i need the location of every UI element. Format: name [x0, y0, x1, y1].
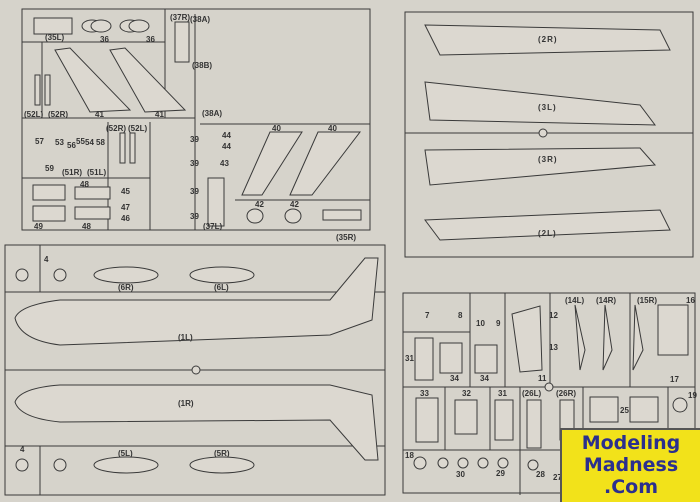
part-label: (1R): [178, 399, 194, 408]
part-label: 55: [76, 137, 85, 146]
part-label: 42: [255, 200, 264, 209]
part-label: 54: [85, 138, 94, 147]
sprue-d: [402, 292, 696, 495]
part-label: 13: [549, 343, 558, 352]
part-label: 41: [155, 110, 164, 119]
part-label: 48: [82, 222, 91, 231]
watermark-line: .Com: [603, 476, 658, 498]
part-label: (5L): [118, 449, 133, 458]
part-label: 49: [34, 222, 43, 231]
part-label: (35R): [336, 233, 356, 242]
part-label: 9: [496, 319, 501, 328]
part-label: 45: [121, 187, 130, 196]
part-label: (26R): [556, 389, 576, 398]
part-label: 30: [456, 470, 465, 479]
part-label: 59: [45, 164, 54, 173]
part-label: 27: [553, 473, 562, 482]
part-label: (6L): [214, 283, 229, 292]
part-label: (52L): [24, 110, 43, 119]
part-label: (2L): [538, 229, 557, 238]
part-label: (1L): [178, 333, 193, 342]
part-label: 11: [538, 374, 547, 383]
part-label: 41: [95, 110, 104, 119]
part-label: 31: [498, 389, 507, 398]
part-label: 4: [20, 445, 25, 454]
part-label: (52R): [106, 124, 126, 133]
sprue-a-labels: (35L) 36 36 (37R) (38A) (38B) (38A) (52L…: [24, 13, 356, 242]
part-label: 16: [686, 296, 695, 305]
part-label: 28: [536, 470, 545, 479]
part-label: (15R): [637, 296, 657, 305]
part-label: 44: [222, 131, 231, 140]
part-label: (26L): [522, 389, 541, 398]
part-label: 10: [476, 319, 485, 328]
sprue-a: [21, 8, 371, 231]
part-label: 33: [420, 389, 429, 398]
part-label: 58: [96, 138, 105, 147]
part-label: 36: [146, 35, 155, 44]
part-label: 40: [272, 124, 281, 133]
part-label: 56: [67, 141, 76, 150]
part-label: (38A): [190, 15, 210, 24]
part-label: 46: [121, 214, 130, 223]
part-label: 34: [480, 374, 489, 383]
part-label: 40: [328, 124, 337, 133]
part-label: (38A): [202, 109, 222, 118]
part-label: (52R): [48, 110, 68, 119]
part-label: 19: [688, 391, 697, 400]
sprue-b: [404, 11, 694, 258]
part-label: 25: [620, 406, 629, 415]
watermark-line: Madness: [583, 454, 679, 476]
part-label: 53: [55, 138, 64, 147]
part-label: (51R): [62, 168, 82, 177]
part-label: 4: [44, 255, 49, 264]
part-label: 32: [462, 389, 471, 398]
part-label: (6R): [118, 283, 134, 292]
part-label: (14L): [565, 296, 584, 305]
part-label: (37L): [203, 222, 222, 231]
part-label: 29: [496, 469, 505, 478]
part-label: 18: [405, 451, 414, 460]
part-label: 47: [121, 203, 130, 212]
part-label: (35L): [45, 33, 64, 42]
part-label: (14R): [596, 296, 616, 305]
part-label: 17: [670, 375, 679, 384]
part-label: (51L): [87, 168, 106, 177]
part-label: (3R): [538, 155, 558, 164]
modeling-madness-watermark: Modeling Madness .Com: [560, 428, 700, 502]
part-label: 36: [100, 35, 109, 44]
part-label: 8: [458, 311, 463, 320]
part-label: 39: [190, 135, 199, 144]
part-label: 42: [290, 200, 299, 209]
part-label: 12: [549, 311, 558, 320]
part-label: 31: [405, 354, 414, 363]
part-label: 7: [425, 311, 430, 320]
part-label: 48: [80, 180, 89, 189]
part-label: 39: [190, 212, 199, 221]
part-label: 34: [450, 374, 459, 383]
part-label: (3L): [538, 103, 557, 112]
watermark-line: Modeling: [581, 432, 681, 454]
part-label: (5R): [214, 449, 230, 458]
sprue-c: [4, 244, 386, 496]
part-label: 39: [190, 187, 199, 196]
part-label: (2R): [538, 35, 558, 44]
part-label: (38B): [192, 61, 212, 70]
part-label: 57: [35, 137, 44, 146]
part-label: 39: [190, 159, 199, 168]
part-label: 43: [220, 159, 229, 168]
part-label: (52L): [128, 124, 147, 133]
part-label: (37R): [170, 13, 190, 22]
part-label: 44: [222, 142, 231, 151]
